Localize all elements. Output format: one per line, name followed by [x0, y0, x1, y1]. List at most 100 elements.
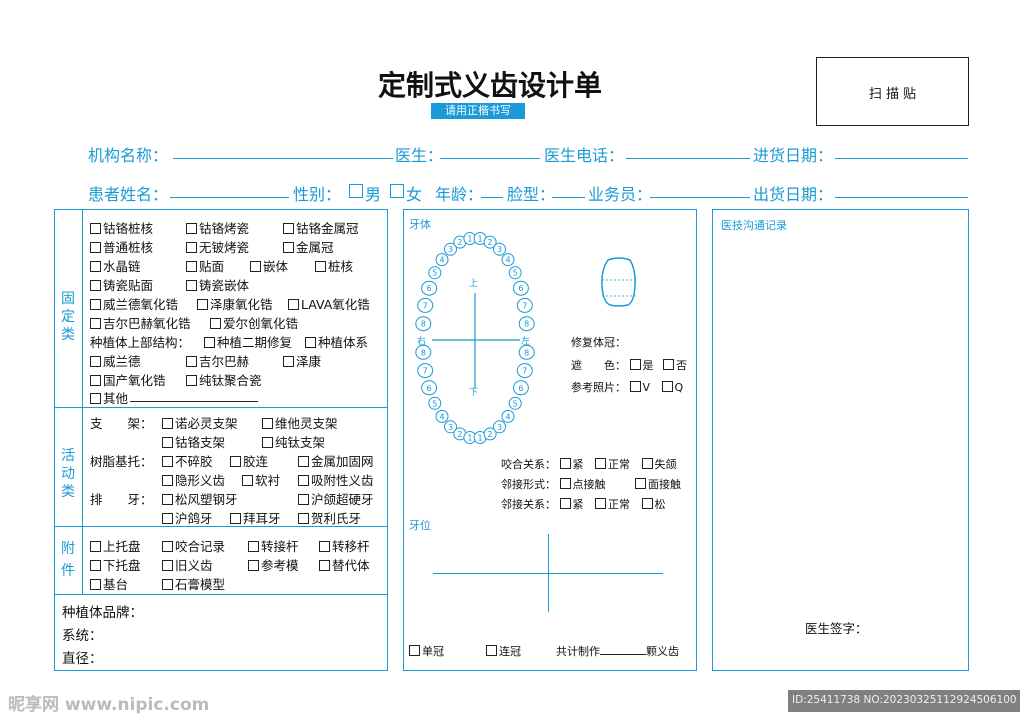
option-checkbox[interactable]: 其他	[90, 391, 128, 406]
option-checkbox[interactable]: 维他灵支架	[262, 413, 338, 432]
tooth[interactable]	[428, 266, 442, 280]
tooth[interactable]	[493, 420, 506, 434]
option-checkbox[interactable]: 钴铬金属冠	[283, 218, 359, 237]
tooth[interactable]	[428, 396, 442, 410]
tooth[interactable]	[421, 280, 438, 296]
option-checkbox[interactable]: 泽康	[283, 351, 321, 370]
purchase-date-field[interactable]	[835, 158, 968, 159]
tooth[interactable]	[417, 363, 434, 379]
option-checkbox[interactable]: 泽康氧化锆	[197, 294, 273, 313]
option-checkbox[interactable]: 嵌体	[250, 256, 288, 275]
tooth[interactable]	[501, 409, 515, 423]
tooth[interactable]	[518, 344, 535, 360]
option-checkbox[interactable]: 旧义齿	[162, 555, 213, 574]
option-checkbox[interactable]: 否	[663, 359, 687, 372]
tooth[interactable]	[417, 297, 434, 313]
option-checkbox[interactable]: 铸瓷嵌体	[186, 275, 249, 294]
tooth[interactable]	[512, 380, 529, 396]
patient-name-field[interactable]	[170, 197, 289, 198]
tooth[interactable]	[508, 396, 522, 410]
tooth[interactable]	[415, 316, 432, 332]
option-checkbox[interactable]: 贴面	[186, 256, 224, 275]
option-checkbox[interactable]: LAVA氧化锆	[288, 294, 370, 313]
option-checkbox[interactable]: 石膏模型	[162, 574, 225, 593]
single-crown-option[interactable]: 单冠	[409, 643, 444, 659]
face-field[interactable]	[552, 197, 585, 198]
option-checkbox[interactable]: 下托盘	[90, 558, 141, 573]
other-field[interactable]	[130, 401, 258, 402]
option-checkbox[interactable]: 转接杆	[248, 536, 299, 555]
option-checkbox[interactable]: 是	[629, 359, 654, 372]
tooth[interactable]	[435, 409, 449, 423]
tooth[interactable]	[501, 253, 515, 267]
tooth[interactable]	[516, 297, 533, 313]
doctor-phone-field[interactable]	[626, 158, 750, 159]
option-checkbox[interactable]: 国产氧化锆	[90, 373, 166, 388]
option-checkbox[interactable]: 咬合记录	[162, 536, 225, 555]
option-checkbox[interactable]: 胶连	[230, 451, 268, 470]
option-checkbox[interactable]: 纯钛聚合瓷	[186, 370, 262, 389]
option-checkbox[interactable]: 贺利氏牙	[298, 508, 361, 527]
option-checkbox[interactable]: 基台	[90, 577, 128, 592]
option-checkbox[interactable]: 纯钛支架	[262, 432, 325, 451]
age-field[interactable]	[481, 197, 503, 198]
option-checkbox[interactable]: 沪鸽牙	[162, 511, 213, 526]
option-checkbox[interactable]: 吉尔巴赫	[186, 351, 249, 370]
option-checkbox[interactable]: 金属加固网	[298, 451, 374, 470]
option-checkbox[interactable]: 点接触	[559, 478, 606, 491]
tooth[interactable]	[493, 242, 506, 256]
option-checkbox[interactable]: 吸附性义齿	[298, 470, 374, 489]
option-checkbox[interactable]: 桩核	[315, 256, 353, 275]
option-checkbox[interactable]: 无铍烤瓷	[186, 237, 249, 256]
option-checkbox[interactable]: 紧	[559, 458, 584, 471]
bridge-crown-option[interactable]: 连冠	[486, 643, 521, 659]
tooth[interactable]	[444, 420, 457, 434]
option-checkbox[interactable]: 威兰德氧化锆	[90, 297, 178, 312]
option-checkbox[interactable]: 不碎胶	[162, 451, 213, 470]
option-checkbox[interactable]: Q	[661, 381, 683, 394]
option-checkbox[interactable]: 威兰德	[90, 354, 141, 369]
option-checkbox[interactable]: 钴铬支架	[162, 435, 225, 450]
tooth[interactable]	[508, 266, 522, 280]
option-checkbox[interactable]: 替代体	[319, 555, 370, 574]
option-checkbox[interactable]: 种植体系	[305, 332, 368, 351]
option-checkbox[interactable]: 诺必灵支架	[162, 413, 238, 432]
tooth[interactable]	[421, 380, 438, 396]
total-count-field[interactable]	[600, 644, 646, 655]
option-checkbox[interactable]: 钴铬烤瓷	[186, 218, 249, 237]
option-checkbox[interactable]: 吉尔巴赫氧化锆	[90, 316, 191, 331]
ship-date-field[interactable]	[835, 197, 968, 198]
tooth[interactable]	[483, 427, 497, 441]
option-checkbox[interactable]: 正常	[595, 458, 630, 471]
option-checkbox[interactable]: 铸瓷贴面	[90, 278, 153, 293]
male-checkbox[interactable]	[349, 184, 363, 198]
option-checkbox[interactable]: 普通桩核	[90, 240, 153, 255]
option-checkbox[interactable]: 金属冠	[283, 237, 334, 256]
tooth[interactable]	[435, 253, 449, 267]
tooth[interactable]	[483, 235, 497, 249]
option-checkbox[interactable]: 上托盘	[90, 539, 141, 554]
doctor-field[interactable]	[440, 158, 540, 159]
tooth[interactable]	[415, 344, 432, 360]
option-checkbox[interactable]: 水晶链	[90, 259, 141, 274]
option-checkbox[interactable]: 种植二期修复	[204, 332, 292, 351]
option-checkbox[interactable]: 钴铬桩核	[90, 221, 153, 236]
tooth[interactable]	[518, 316, 535, 332]
female-checkbox[interactable]	[390, 184, 404, 198]
option-checkbox[interactable]: 正常	[595, 498, 630, 511]
tooth[interactable]	[444, 242, 457, 256]
option-checkbox[interactable]: 参考模	[248, 555, 299, 574]
option-checkbox[interactable]: 面接触	[635, 478, 681, 491]
option-checkbox[interactable]: 转移杆	[319, 536, 370, 555]
option-checkbox[interactable]: 隐形义齿	[162, 473, 225, 488]
option-checkbox[interactable]: 松	[641, 498, 666, 511]
sales-field[interactable]	[650, 197, 750, 198]
option-checkbox[interactable]: 拜耳牙	[230, 508, 281, 527]
option-checkbox[interactable]: 松风塑钢牙	[162, 489, 238, 508]
option-checkbox[interactable]: V	[629, 381, 650, 394]
option-checkbox[interactable]: 紧	[559, 498, 584, 511]
org-name-field[interactable]	[173, 158, 393, 159]
tooth[interactable]	[512, 280, 529, 296]
option-checkbox[interactable]: 爱尔创氧化锆	[210, 313, 298, 332]
tooth[interactable]	[516, 363, 533, 379]
